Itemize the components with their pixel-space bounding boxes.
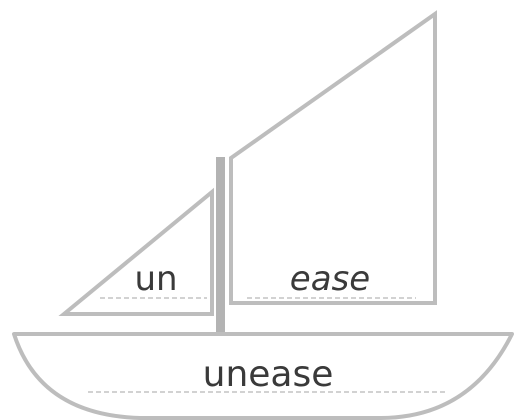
right-sail-word: ease	[290, 259, 370, 299]
hull-word: unease	[203, 354, 334, 395]
mast	[216, 157, 225, 335]
left-sail-word: un	[134, 259, 177, 299]
